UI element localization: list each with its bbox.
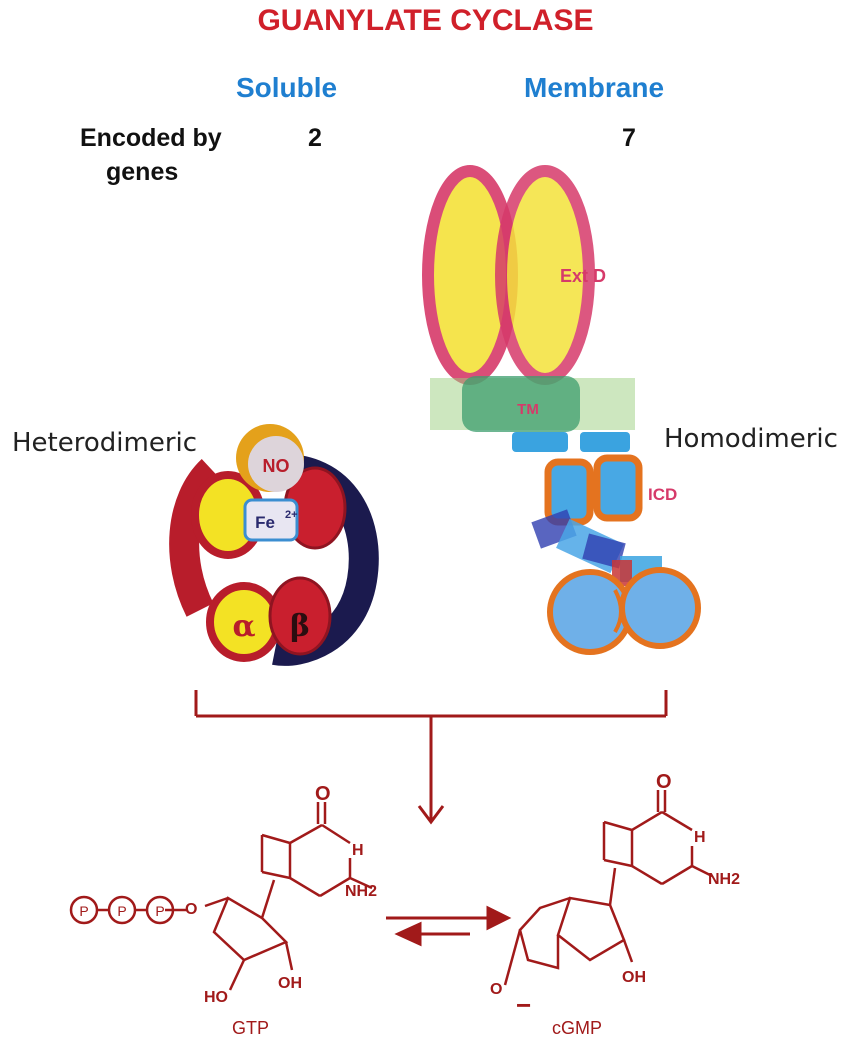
soluble-gc-illustration: NO Fe 2+ α β xyxy=(169,424,379,666)
fe-charge-label: 2+ xyxy=(285,509,298,521)
gtp-label: GTP xyxy=(232,1018,269,1038)
soluble-gene-count: 2 xyxy=(308,124,322,152)
membrane-gene-count: 7 xyxy=(622,124,636,152)
cgmp-nh: H xyxy=(694,829,706,846)
cgmp-nh2: NH2 xyxy=(708,871,740,888)
equilibrium-arrows xyxy=(386,905,512,947)
beta-label: β xyxy=(290,609,310,644)
phosphate-1: P xyxy=(79,903,88,919)
fe-label: Fe xyxy=(255,513,275,532)
cgmp-oh: OH xyxy=(622,969,646,986)
cgmp-structure xyxy=(503,790,713,986)
cgmp-o-double: O xyxy=(490,981,502,998)
gtp-ho: HO xyxy=(204,989,228,1006)
gtp-nh2: NH2 xyxy=(345,883,377,900)
no-label: NO xyxy=(263,456,290,476)
extd-label: Ext D xyxy=(560,266,606,286)
homodimeric-label: Homodimeric xyxy=(664,424,838,454)
cgmp-label: cGMP xyxy=(552,1018,602,1038)
encoded-by-label: Encoded by xyxy=(80,124,222,152)
membrane-gc-illustration: Ext D TM ICD xyxy=(422,165,701,655)
phosphate-2: P xyxy=(117,903,126,919)
reaction-bracket xyxy=(194,690,668,825)
genes-label: genes xyxy=(106,158,179,186)
heterodimeric-label: Heterodimeric xyxy=(12,428,198,458)
gtp-structure xyxy=(69,802,373,991)
gtp-nh: H xyxy=(352,842,364,859)
tm-label: TM xyxy=(517,401,539,418)
page-title: GUANYLATE CYCLASE xyxy=(257,4,594,37)
membrane-heading: Membrane xyxy=(524,72,665,103)
phosphate-3: P xyxy=(155,903,164,919)
cgmp-oxygen: O xyxy=(656,771,672,793)
gtp-o-link: O xyxy=(185,901,197,918)
alpha-label: α xyxy=(232,609,255,644)
gtp-oxygen: O xyxy=(315,783,331,805)
cgmp-minus: − xyxy=(516,990,531,1020)
gtp-oh: OH xyxy=(278,975,302,992)
soluble-heading: Soluble xyxy=(236,72,338,103)
icd-label: ICD xyxy=(648,485,677,504)
